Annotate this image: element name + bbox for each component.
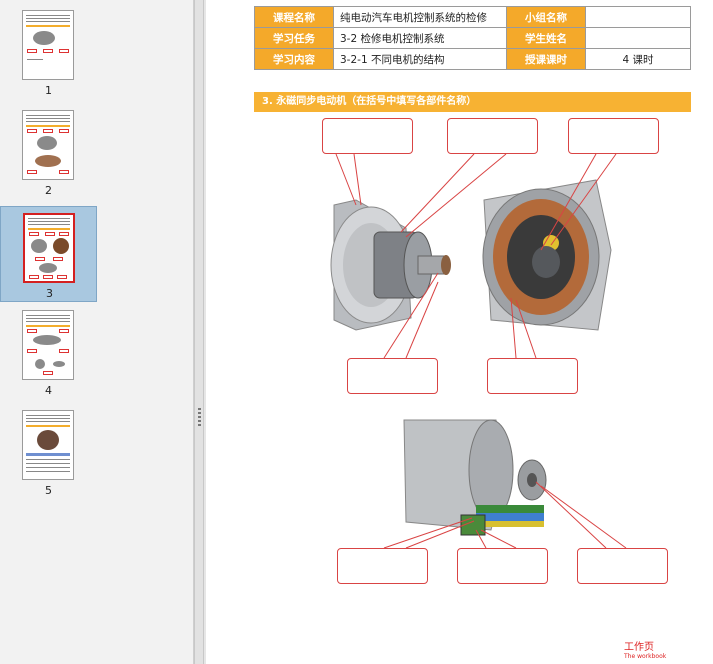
part-label-box [457, 548, 548, 584]
stator-image [482, 179, 612, 331]
student-name-label: 学生姓名 [506, 27, 586, 49]
thumbnail-page-number: 4 [45, 384, 52, 397]
part-label-box [577, 548, 668, 584]
class-hours-value: 4 课时 [585, 48, 691, 70]
workbook-logo-text: 工作页 [624, 642, 654, 653]
thumbnail-image [22, 310, 74, 380]
motor-illustrations [330, 153, 627, 549]
thumbnail-page-4[interactable]: 4 [0, 304, 97, 400]
thumbnail-image [22, 10, 74, 80]
rotor-assembly-image [330, 199, 451, 331]
info-table: 课程名称 纯电动汽车电机控制系统的检修 小组名称 学习任务 3-2 检修电机控制… [254, 6, 691, 70]
course-name-label: 课程名称 [254, 6, 334, 28]
thumbnail-page-number: 3 [46, 287, 53, 300]
exploded-motor-image [403, 419, 547, 536]
section-title: 3. 永磁同步电动机（在括号中填写各部件名称） [254, 92, 691, 112]
class-hours-label: 授课课时 [506, 48, 586, 70]
learning-task-value: 3-2 检修电机控制系统 [333, 27, 507, 49]
part-label-box [322, 118, 413, 154]
part-label-box [568, 118, 659, 154]
thumbnail-image [23, 213, 75, 283]
document-page: 课程名称 纯电动汽车电机控制系统的检修 小组名称 学习任务 3-2 检修电机控制… [206, 0, 713, 664]
thumbnail-image [22, 110, 74, 180]
part-label-box [347, 358, 438, 394]
thumbnail-image [22, 410, 74, 480]
workbook-logo-subtext: The workbook [624, 653, 667, 660]
thumbnail-page-1[interactable]: 1 [0, 4, 97, 100]
sidebar-splitter[interactable] [194, 0, 204, 664]
thumbnail-sidebar[interactable]: 1 2 3 [0, 0, 194, 664]
workbook-logo: 工作页 The workbook [624, 638, 666, 660]
learning-content-label: 学习内容 [254, 48, 334, 70]
splitter-grip[interactable] [198, 408, 201, 426]
part-label-box [487, 358, 578, 394]
thumbnail-page-5[interactable]: 5 [0, 404, 97, 500]
thumbnail-page-2[interactable]: 2 [0, 104, 97, 200]
part-label-box [447, 118, 538, 154]
learning-content-value: 3-2-1 不同电机的结构 [333, 48, 507, 70]
thumbnail-page-3[interactable]: 3 [0, 206, 97, 302]
part-label-box [337, 548, 428, 584]
thumbnail-page-number: 1 [45, 84, 52, 97]
thumbnail-page-number: 2 [45, 184, 52, 197]
course-name-value: 纯电动汽车电机控制系统的检修 [333, 6, 507, 28]
leader-lines [335, 153, 627, 549]
thumbnail-page-number: 5 [45, 484, 52, 497]
